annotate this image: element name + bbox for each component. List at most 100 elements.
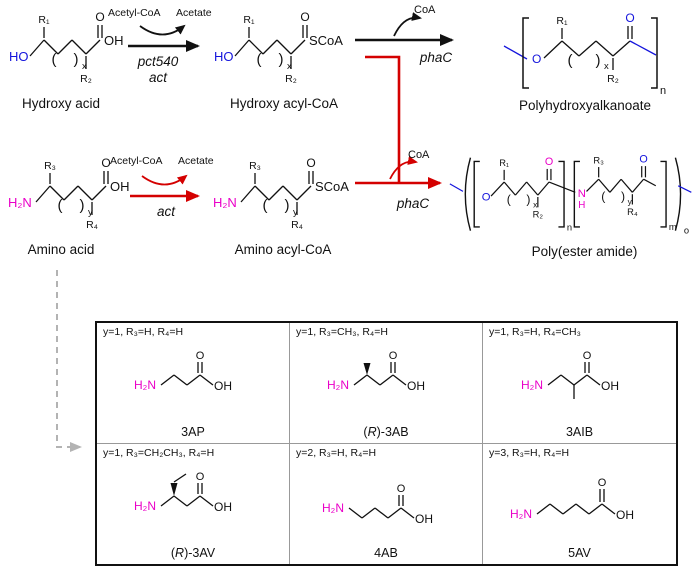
paren-open: ( <box>263 197 268 214</box>
paren-close: ) <box>285 197 290 214</box>
monomer-cell-3ab: y=1, R₃=CH₃, R₄=H H₂N O OH (R)-3AB <box>290 323 483 444</box>
amino-acid-structure: H₂N R₃ ( ) y R₄ O OH <box>8 156 130 231</box>
monomer-condition: y=3, R₃=H, R₄=H <box>489 446 570 459</box>
r1-group-label: R₁ <box>556 15 568 27</box>
monomer-name: 3AIB <box>565 424 594 439</box>
pct540-enzyme-label: pct540 <box>137 54 179 69</box>
skeleton <box>348 494 415 519</box>
polymer-subscript-o: o <box>684 225 689 235</box>
paren-open: ( <box>58 197 63 214</box>
carbonyl-o-label: O <box>196 350 205 362</box>
polyhydroxyalkanoate-label: Polyhydroxyalkanoate <box>518 98 652 113</box>
paren-open: ( <box>52 51 57 68</box>
paren-open-2: ( <box>601 190 605 204</box>
atom-label-h2n: H₂N <box>322 501 344 515</box>
repeat-subscript-x: x <box>287 61 292 72</box>
paren-open: ( <box>568 52 573 69</box>
skeleton <box>160 472 214 507</box>
skeleton <box>160 362 214 386</box>
atom-label-h2n: H₂N <box>510 507 532 521</box>
act-enzyme-label-bottom: act <box>156 204 175 219</box>
r2-group-label: R₂ <box>607 73 619 85</box>
monomer-structure-4ab: H₂N O OH <box>322 483 433 526</box>
repeat-subscript-y: y <box>88 207 93 218</box>
amide-n-label: N <box>578 188 586 200</box>
atom-label-ho: HO <box>214 49 234 64</box>
monomer-condition: y=1, R₃=H, R₄=H <box>103 326 184 338</box>
atom-label-oh: OH <box>616 508 634 522</box>
r4-group-label: R₄ <box>291 219 303 231</box>
amino-acyl-coa-label: Amino acyl-CoA <box>234 242 332 257</box>
atom-label-oh: OH <box>110 179 130 194</box>
carbonyl-o-label: O <box>625 11 634 25</box>
act-enzyme-label-top: act <box>148 70 167 85</box>
monomer-condition: y=1, R₃=CH₂CH₃, R₄=H <box>103 446 215 459</box>
carbonyl-o-label: O <box>597 477 606 489</box>
r4-group-label: R₄ <box>627 207 638 217</box>
atom-label-oh: OH <box>415 512 433 526</box>
repeat-subscript-y: y <box>293 207 298 218</box>
r2-group-label: R₂ <box>533 210 544 220</box>
pha-skeleton <box>503 17 658 89</box>
r2-group-label: R₂ <box>285 73 297 85</box>
ester-o-label: O <box>532 52 541 66</box>
dashed-monomer-pointer-arrow <box>56 270 82 452</box>
hydroxy-acyl-coa-skeleton <box>234 25 308 69</box>
pct540-act-reaction-arrow <box>128 24 200 52</box>
r3-group-label: R₃ <box>593 155 604 165</box>
r3-group-label: R₃ <box>249 160 261 172</box>
r4-group-label: R₄ <box>86 219 98 231</box>
amino-acyl-coa-skeleton <box>240 171 314 215</box>
monomer-structure-3ap: H₂N O OH <box>134 350 232 393</box>
phac-reaction-arrow-top <box>355 12 454 46</box>
acetate-label-top: Acetate <box>176 7 212 19</box>
paren-open: ( <box>507 193 511 207</box>
atom-label-oh: OH <box>214 379 232 393</box>
atom-label-h2n: H₂N <box>134 499 156 513</box>
atom-label-h2n: H₂N <box>8 195 32 210</box>
monomer-name: 5AV <box>568 546 591 560</box>
r1-group-label: R₁ <box>243 14 255 26</box>
paren-open: ( <box>257 51 262 68</box>
monomer-condition: y=1, R₃=CH₃, R₄=H <box>296 326 388 338</box>
carbonyl-o-label-2: O <box>639 153 647 165</box>
paren-close: ) <box>80 197 85 214</box>
carbonyl-o-label-1: O <box>545 156 553 168</box>
atom-label-oh: OH <box>104 33 124 48</box>
pea-skeleton <box>449 157 692 231</box>
repeat-subscript-x: x <box>604 61 609 72</box>
skeleton <box>353 362 407 386</box>
carbonyl-o-label: O <box>306 156 315 170</box>
amino-acyl-coa-structure: H₂N R₃ ( ) y R₄ O SCoA <box>213 156 349 231</box>
paren-close: ) <box>74 51 79 68</box>
monomer-table: y=1, R₃=H, R₄=H H₂N O OH 3AP y=1, R₃ <box>95 321 678 566</box>
hydroxy-acyl-coa-label: Hydroxy acyl-CoA <box>229 96 339 111</box>
monomer-structure-3aib: H₂N O OH <box>521 350 619 399</box>
monomer-structure-5av: H₂N O OH <box>510 477 634 522</box>
atom-label-oh: OH <box>214 500 232 514</box>
monomer-cell-5av: y=3, R₃=H, R₄=H H₂N O OH 5AV <box>483 444 676 565</box>
polyhydroxyalkanoate-structure: O R₁ ( ) x R₂ O n <box>503 11 666 97</box>
hydroxy-acyl-coa-structure: HO R₁ ( ) x R₂ O SCoA <box>214 10 343 85</box>
carbonyl-o-label: O <box>95 10 104 24</box>
monomer-cell-3aib: y=1, R₃=H, R₄=CH₃ H₂N O OH 3AIB <box>483 323 676 444</box>
atom-label-scoa: SCoA <box>315 179 349 194</box>
ester-o-label: O <box>482 192 491 204</box>
phac-enzyme-label-bottom: phaC <box>396 196 430 211</box>
atom-label-scoa: SCoA <box>309 33 343 48</box>
monomer-name: (R)-3AV <box>170 546 216 560</box>
repeat-subscript-x: x <box>533 199 538 209</box>
monomer-structure-3ab: H₂N O OH <box>327 350 425 393</box>
amino-acid-label: Amino acid <box>27 242 95 257</box>
carbonyl-o-label: O <box>300 10 309 24</box>
phac-reaction-arrow-bottom <box>355 55 442 189</box>
skeleton <box>547 362 600 399</box>
atom-label-h2n: H₂N <box>134 378 156 392</box>
carbonyl-o-label: O <box>101 156 110 170</box>
atom-label-h2n: H₂N <box>327 378 349 392</box>
carbonyl-o-label: O <box>397 483 406 495</box>
skeleton <box>536 488 615 515</box>
carbonyl-o-label: O <box>582 350 591 362</box>
